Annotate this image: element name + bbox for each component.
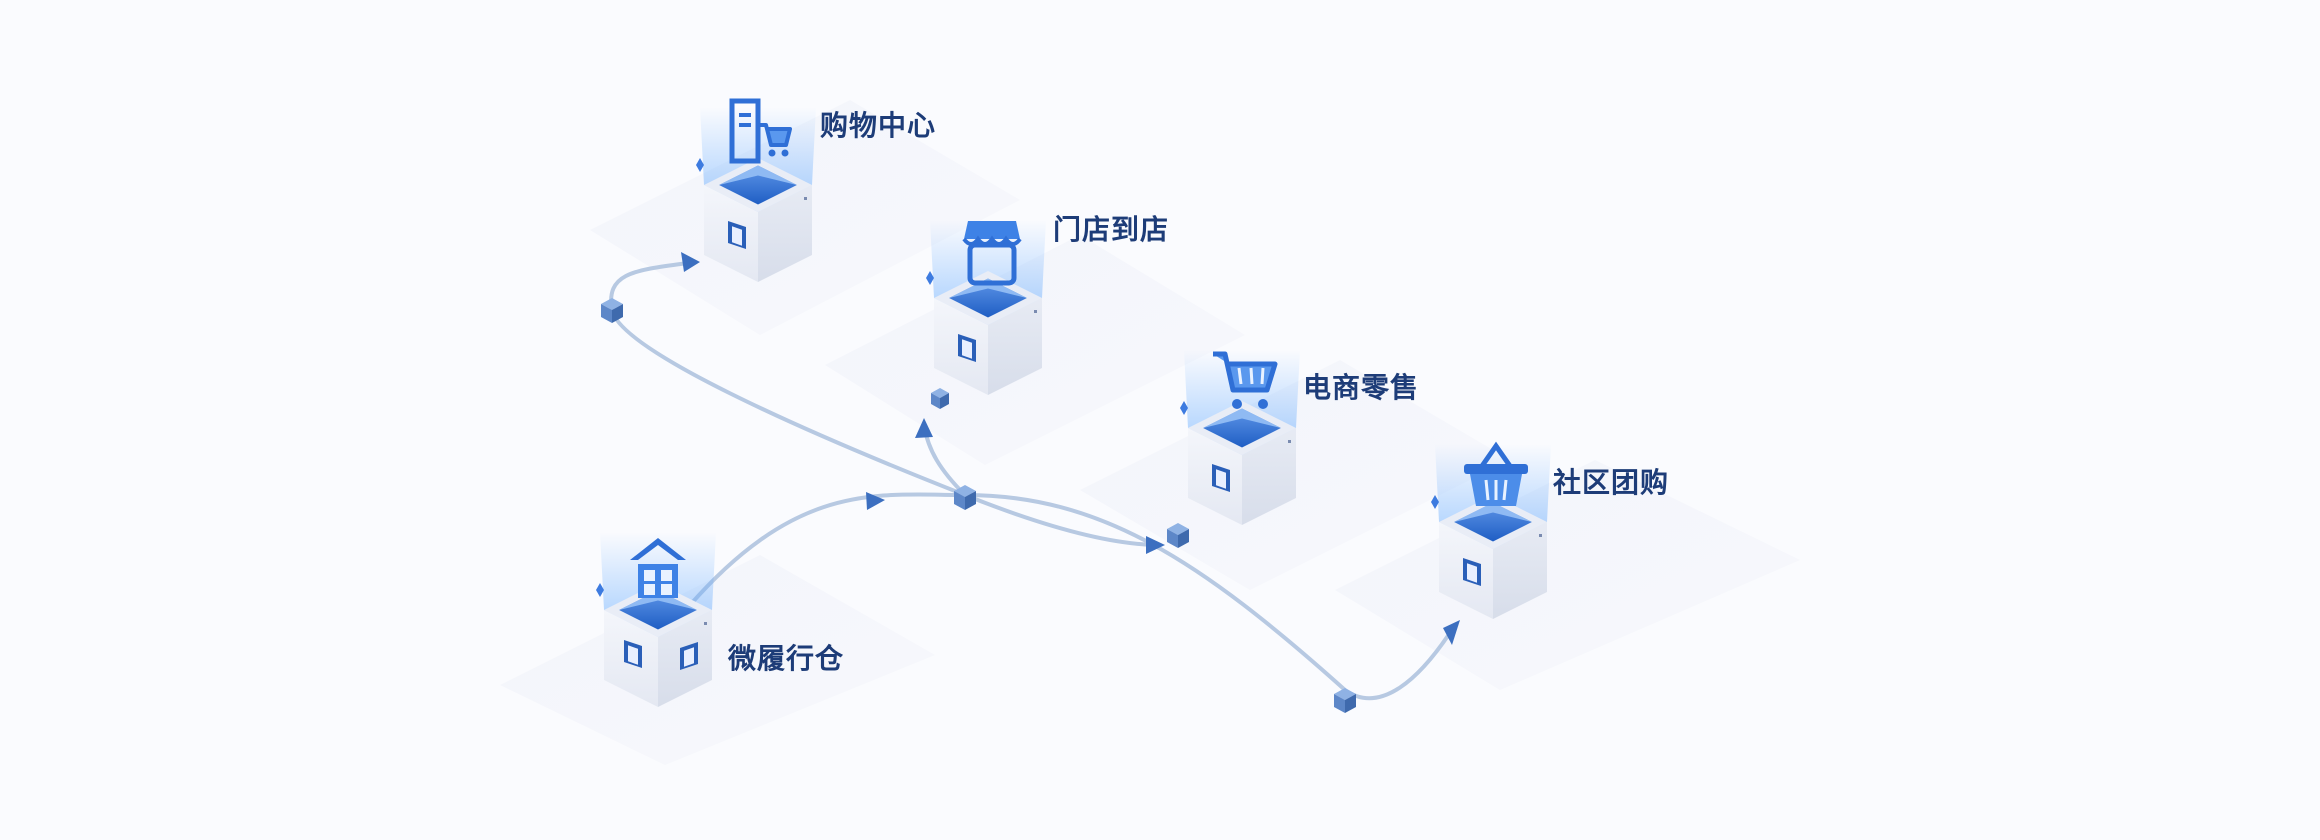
box-door-inner bbox=[732, 226, 742, 246]
box-opening-rim bbox=[619, 590, 697, 610]
box-right-face bbox=[1242, 428, 1296, 525]
node-boxes bbox=[596, 107, 1551, 707]
junction-cube bbox=[1334, 688, 1356, 713]
box-right-face bbox=[758, 185, 812, 282]
node-label-group-buy: 社区团购 bbox=[1553, 466, 1670, 499]
junction-cube bbox=[954, 485, 976, 510]
sparkle-icon bbox=[1431, 495, 1439, 509]
warehouse-icon bbox=[630, 538, 686, 598]
box-right-face bbox=[1493, 522, 1547, 619]
box-marker bbox=[1539, 534, 1542, 537]
sparkle-icon bbox=[596, 583, 604, 597]
sparkle-icon bbox=[1180, 401, 1188, 415]
shopping-basket-icon bbox=[1464, 441, 1528, 506]
sparkle-icon bbox=[696, 158, 704, 172]
arrow-warehouse-out bbox=[866, 492, 885, 510]
mall-shopping-cart-icon bbox=[729, 98, 792, 164]
node-box-ecommerce bbox=[1180, 350, 1300, 525]
junction-cube bbox=[601, 298, 623, 323]
arrow-to-store bbox=[915, 418, 933, 438]
junction-cubes bbox=[601, 298, 1356, 713]
box-opening-rim bbox=[949, 278, 1027, 298]
box-marker bbox=[1034, 310, 1037, 313]
flow-line-warehouse-to-mall bbox=[688, 492, 1457, 701]
arrow-to-group-buy bbox=[1443, 620, 1460, 645]
shopping-cart-icon bbox=[1213, 351, 1278, 409]
node-label-mall: 购物中心 bbox=[820, 109, 937, 142]
junction-cube bbox=[1167, 523, 1189, 548]
junction-cube bbox=[931, 388, 949, 409]
box-door-inner bbox=[684, 647, 694, 667]
node-label-store: 门店到店 bbox=[1053, 213, 1170, 246]
box-marker bbox=[804, 197, 807, 200]
box-right-face bbox=[988, 298, 1042, 395]
node-box-warehouse bbox=[596, 532, 716, 707]
arrow-to-ecommerce bbox=[1146, 536, 1165, 554]
box-door-inner bbox=[628, 645, 638, 665]
box-opening-rim bbox=[719, 165, 797, 185]
box-door-inner bbox=[1216, 469, 1226, 489]
box-marker bbox=[1288, 440, 1291, 443]
flow-arrows bbox=[681, 252, 1460, 645]
box-opening-rim bbox=[1454, 502, 1532, 522]
node-label-ecommerce: 电商零售 bbox=[1303, 371, 1420, 404]
flow-line-junction-to-ecommerce bbox=[963, 493, 1162, 547]
box-marker bbox=[704, 622, 707, 625]
node-label-warehouse: 微履行仓 bbox=[728, 642, 845, 675]
node-icons bbox=[630, 98, 1528, 598]
box-door-inner bbox=[962, 339, 972, 359]
floor-tile-warehouse bbox=[500, 555, 935, 765]
storefront-icon bbox=[962, 221, 1022, 286]
box-door-inner bbox=[1467, 563, 1477, 583]
flow-line-warehouse-to-mall-upper bbox=[609, 260, 967, 497]
node-box-mall bbox=[696, 107, 816, 282]
node-box-store bbox=[926, 220, 1046, 395]
flow-lines bbox=[609, 260, 1457, 701]
sparkle-icon bbox=[926, 271, 934, 285]
box-opening-rim bbox=[1203, 408, 1281, 428]
arrow-to-mall bbox=[681, 252, 700, 272]
